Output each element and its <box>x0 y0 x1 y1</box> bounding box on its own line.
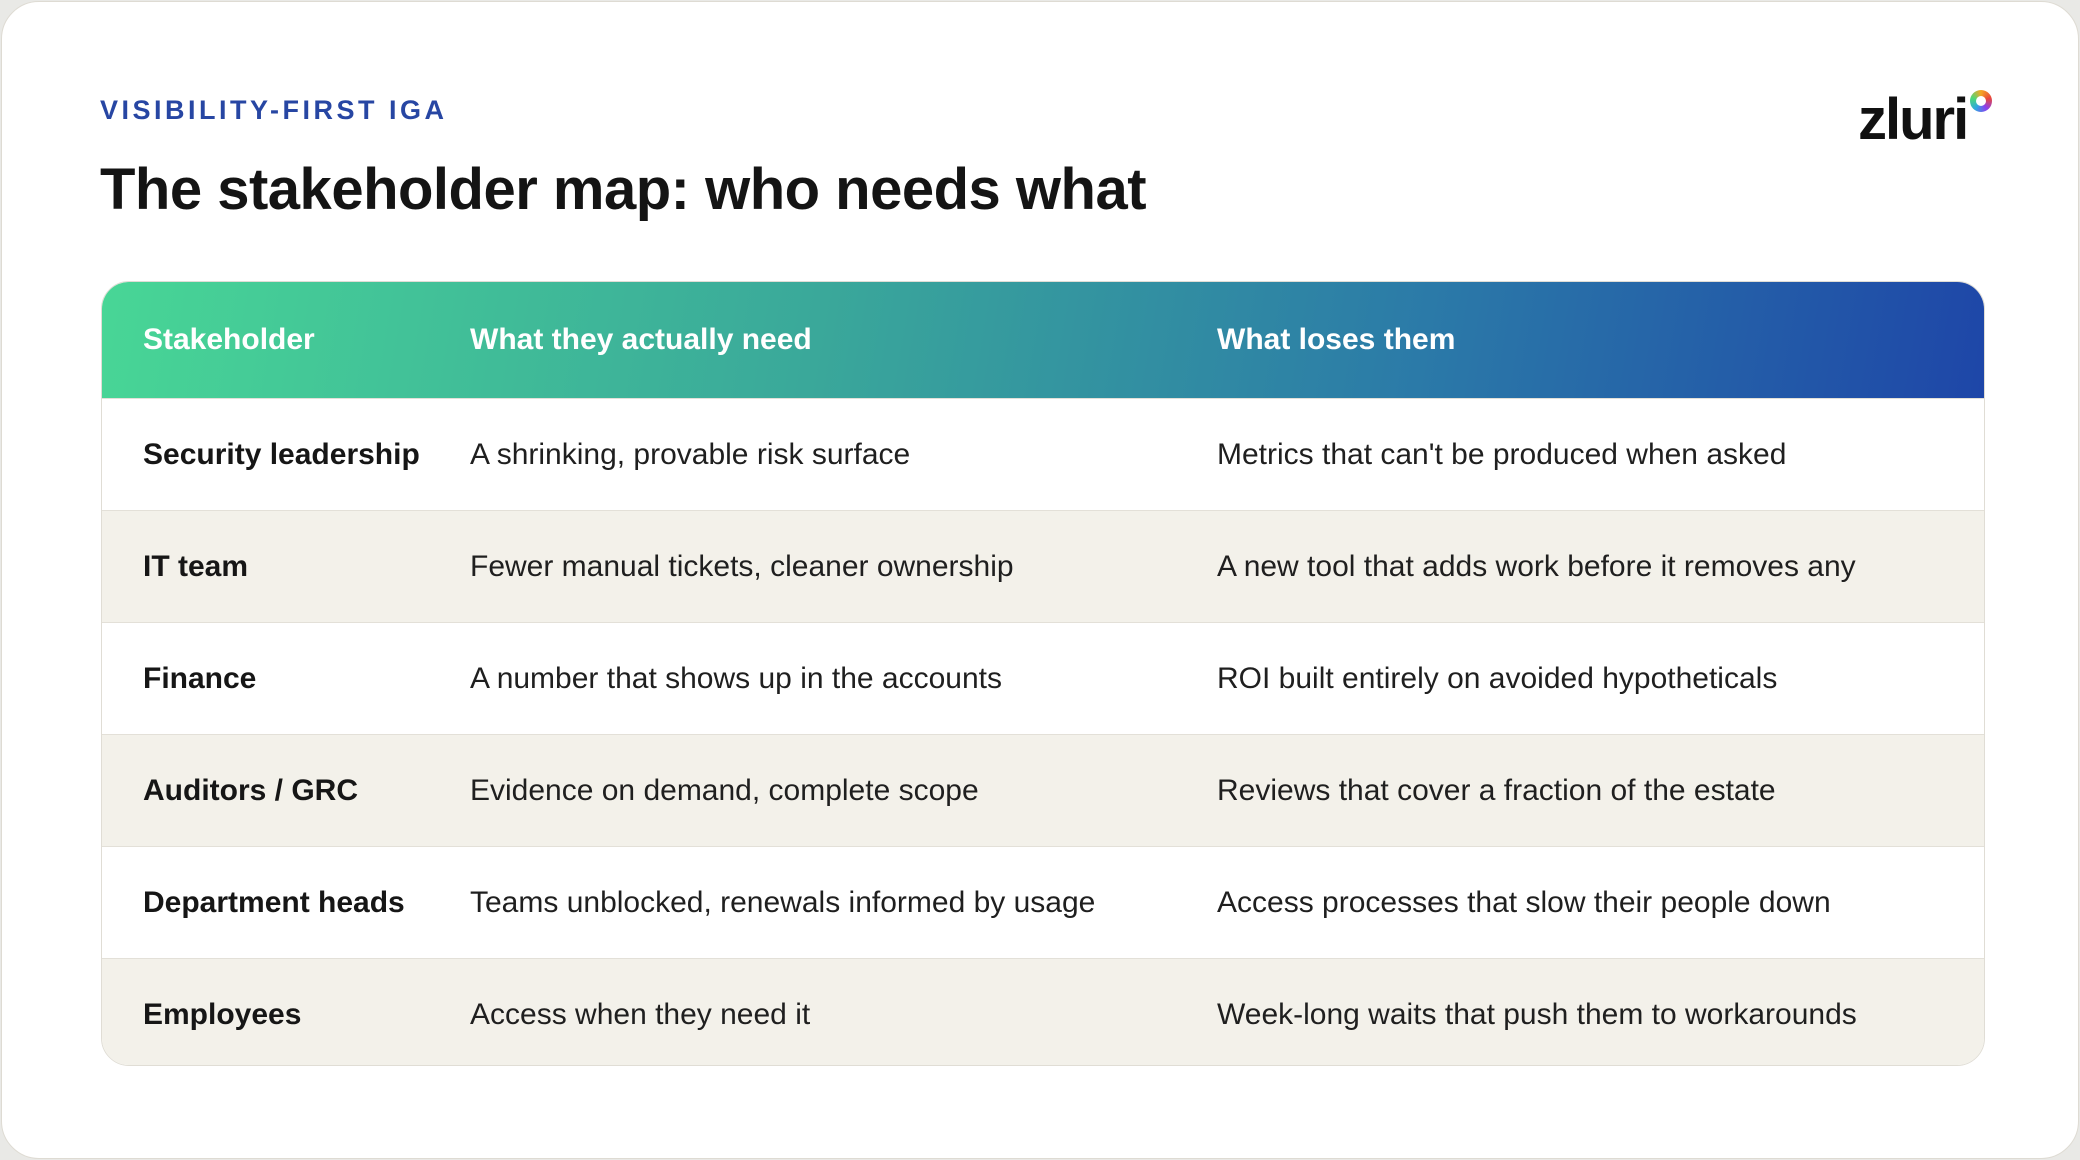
table-row: Security leadership A shrinking, provabl… <box>102 398 1984 510</box>
table-row: Auditors / GRC Evidence on demand, compl… <box>102 734 1984 846</box>
logo-wordmark: zluri <box>1858 87 1969 152</box>
table-row: Employees Access when they need it Week-… <box>102 958 1984 1065</box>
cell-loses: A new tool that adds work before it remo… <box>1217 549 1856 583</box>
table-row: Finance A number that shows up in the ac… <box>102 622 1984 734</box>
cell-loses: ROI built entirely on avoided hypothetic… <box>1217 661 1778 695</box>
cell-needs: Fewer manual tickets, cleaner ownership <box>470 549 1014 583</box>
cell-loses: Metrics that can't be produced when aske… <box>1217 437 1787 471</box>
cell-stakeholder: Employees <box>143 997 302 1031</box>
table-header: Stakeholder What they actually need What… <box>102 282 1984 398</box>
cell-stakeholder: Finance <box>143 661 257 695</box>
stakeholder-table: Stakeholder What they actually need What… <box>101 281 1985 1066</box>
cell-loses: Reviews that cover a fraction of the est… <box>1217 773 1776 807</box>
cell-needs: A number that shows up in the accounts <box>470 661 1002 695</box>
cell-stakeholder: IT team <box>143 549 249 583</box>
cell-stakeholder: Security leadership <box>143 437 420 471</box>
logo-dot-icon <box>1970 90 1992 112</box>
zluri-logo: zluri <box>1858 88 1998 152</box>
cell-needs: Access when they need it <box>470 997 811 1031</box>
cell-stakeholder: Department heads <box>143 885 405 919</box>
cell-loses: Week-long waits that push them to workar… <box>1217 997 1857 1031</box>
cell-loses: Access processes that slow their people … <box>1217 885 1831 919</box>
eyebrow-label: VISIBILITY-FIRST IGA <box>100 95 448 125</box>
table-row: Department heads Teams unblocked, renewa… <box>102 846 1984 958</box>
cell-stakeholder: Auditors / GRC <box>143 773 358 807</box>
page-title: The stakeholder map: who needs what <box>100 157 1147 222</box>
header-stakeholder: Stakeholder <box>143 323 315 356</box>
cell-needs: Evidence on demand, complete scope <box>470 773 979 807</box>
cell-needs: Teams unblocked, renewals informed by us… <box>470 885 1096 919</box>
header-loses: What loses them <box>1217 323 1456 356</box>
cell-needs: A shrinking, provable risk surface <box>470 437 911 471</box>
table-row: IT team Fewer manual tickets, cleaner ow… <box>102 510 1984 622</box>
header-needs: What they actually need <box>470 323 812 356</box>
